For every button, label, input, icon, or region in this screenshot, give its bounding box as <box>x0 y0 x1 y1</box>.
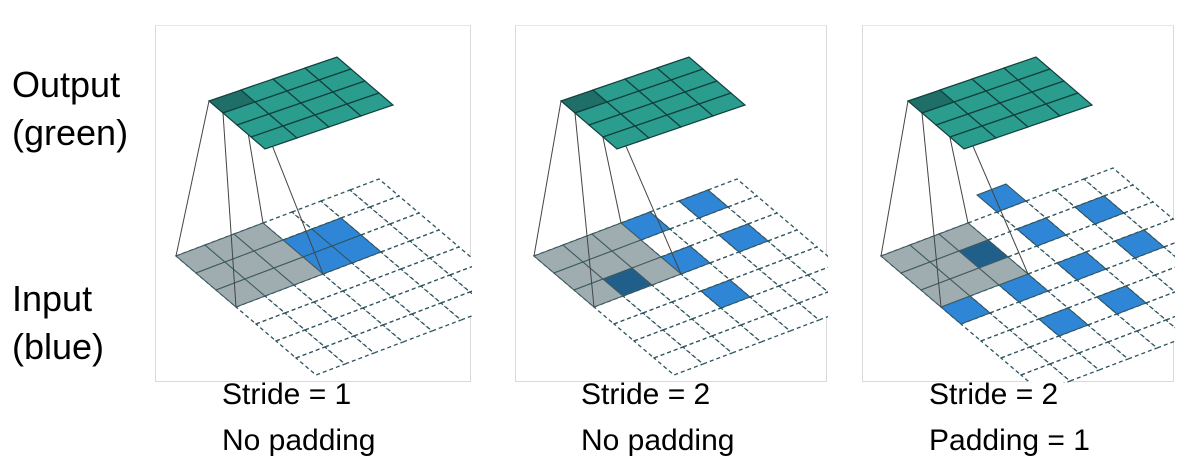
input-grid-cell <box>777 274 828 304</box>
caption-2-stride: Stride = 2 <box>581 378 711 411</box>
caption-3-stride: Stride = 2 <box>929 378 1059 411</box>
input-grid-cell <box>1162 242 1175 258</box>
panel-stride2-nopad <box>515 25 828 382</box>
input-pixel <box>1056 251 1107 281</box>
input-grid-cell <box>1142 218 1175 248</box>
convolution-diagram-2 <box>532 56 828 376</box>
output-cell <box>1044 92 1094 117</box>
input-grid-cell <box>439 291 472 321</box>
input-grid-cell <box>1135 319 1175 349</box>
input-label-line1: Input <box>12 278 93 319</box>
panel-stride2-pad1 <box>862 25 1175 383</box>
input-pixel <box>976 183 1027 213</box>
input-grid-cell <box>1144 291 1175 321</box>
input-grid-cell <box>797 291 828 321</box>
input-grid-cell <box>428 246 472 276</box>
projection-line <box>880 100 909 257</box>
input-grid-cell <box>806 266 828 293</box>
input-grid-cell <box>1133 246 1175 276</box>
input-pixel <box>1016 217 1067 247</box>
caption-2-padding: No padding <box>581 424 735 457</box>
input-pixel <box>331 234 382 264</box>
caption-3-padding: Padding = 1 <box>929 424 1090 457</box>
output-cell <box>345 92 395 117</box>
input-grid-cell <box>786 246 828 276</box>
input-label-line2: (blue) <box>12 326 105 367</box>
input-pixel <box>1096 285 1147 315</box>
panel-stride1-nopad <box>155 25 472 382</box>
input-pixel <box>700 279 751 309</box>
input-grid-cell <box>468 290 472 295</box>
caption-panel-1: Stride = 1 No padding <box>222 372 375 464</box>
output-label-line1: Output <box>12 64 121 105</box>
input-label: Input (blue) <box>12 275 104 371</box>
output-cell <box>697 92 747 117</box>
caption-1-stride: Stride = 1 <box>222 378 352 411</box>
projection-line <box>921 112 942 308</box>
input-grid-cell <box>1153 266 1175 293</box>
input-pixel <box>1074 195 1125 225</box>
input-pixel <box>678 189 729 219</box>
caption-panel-2: Stride = 2 No padding <box>581 372 734 464</box>
input-pixel <box>1038 307 1089 337</box>
output-label: Output (green) <box>12 61 128 157</box>
projection-line <box>533 100 562 257</box>
projection-line <box>175 100 210 257</box>
input-grid-cell <box>448 265 472 293</box>
caption-panel-3: Stride = 2 Padding = 1 <box>929 372 1090 464</box>
projection-line <box>574 112 595 308</box>
input-pixel <box>1114 229 1165 259</box>
caption-1-padding: No padding <box>222 424 376 457</box>
convolution-diagram-3 <box>879 56 1175 383</box>
projection-line <box>222 112 237 308</box>
input-pixel <box>718 223 769 253</box>
input-grid-cell <box>1164 315 1175 329</box>
convolution-diagram-1 <box>174 56 472 376</box>
output-label-line2: (green) <box>12 112 129 153</box>
